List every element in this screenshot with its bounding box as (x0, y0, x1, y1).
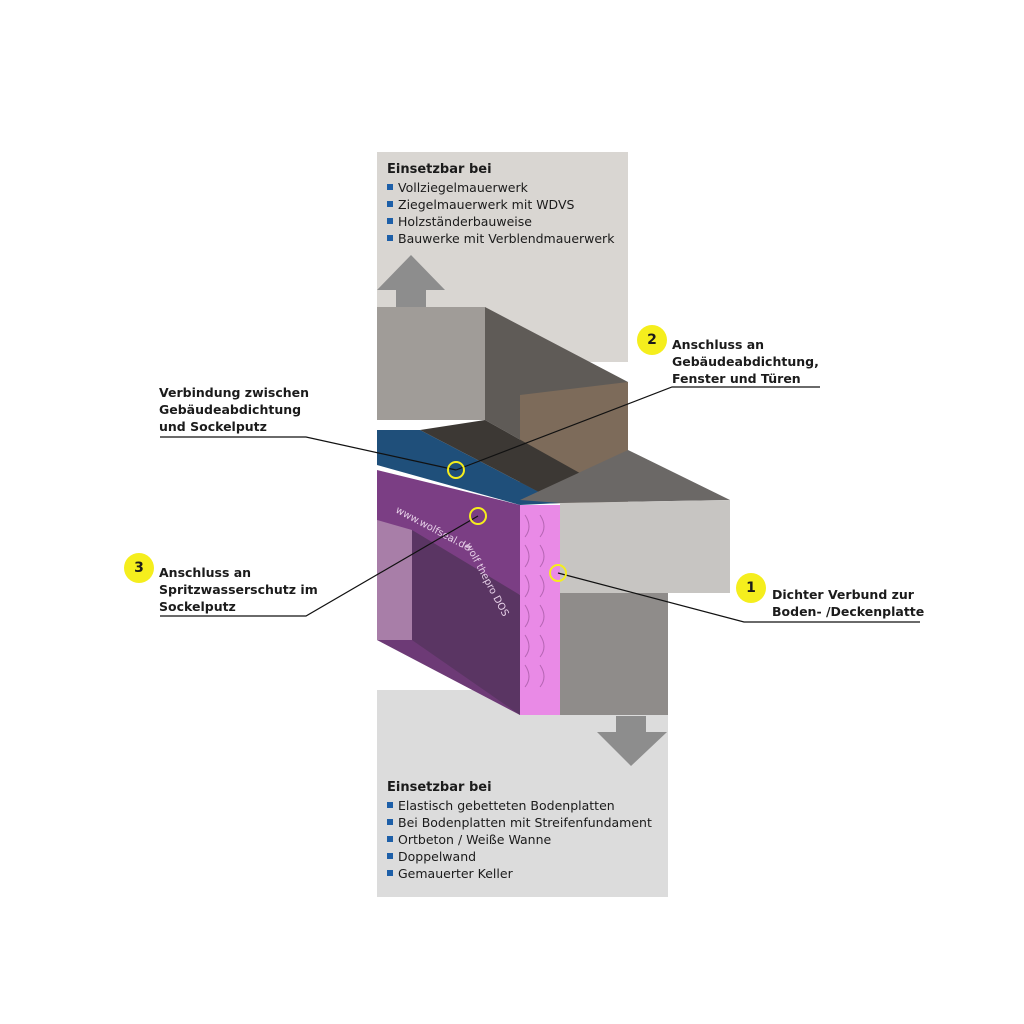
leader-1 (557, 572, 920, 623)
list-item: Ziegelmauerwerk mit WDVS (387, 196, 677, 213)
bullet-icon (387, 802, 393, 808)
list-item: Bauwerke mit Verblendmauerwerk (387, 230, 677, 247)
bottom-info-text: Einsetzbar bei Elastisch gebetteten Bode… (387, 780, 677, 882)
arrow-down-icon (597, 716, 667, 766)
bullet-icon (387, 870, 393, 876)
leader-2 (455, 386, 820, 471)
bullet-icon (387, 201, 393, 207)
list-item: Bei Bodenplatten mit Streifenfundament (387, 814, 677, 831)
callout-3-badge: 3 (124, 553, 154, 583)
marker-3 (469, 507, 487, 525)
top-info-title: Einsetzbar bei (387, 162, 492, 177)
list-item: Doppelwand (387, 848, 677, 865)
list-item: Ortbeton / Weiße Wanne (387, 831, 677, 848)
membrane-blue (377, 430, 560, 505)
slab-top (520, 450, 730, 503)
top-info-text: Einsetzbar bei Vollziegelmauerwerk Ziege… (387, 162, 677, 247)
bullet-icon (387, 235, 393, 241)
list-item: Elastisch gebetteten Bodenplatten (387, 797, 677, 814)
list-item: Gemauerter Keller (387, 865, 677, 882)
bullet-icon (387, 836, 393, 842)
callout-1-text: Dichter Verbund zur Boden- /Deckenplatte (772, 587, 925, 619)
callout-verbindung-text: Verbindung zwischen Gebäudeabdichtung un… (159, 385, 310, 434)
top-info-list: Vollziegelmauerwerk Ziegelmauerwerk mit … (387, 179, 677, 247)
bullet-icon (387, 218, 393, 224)
marker-verbindung (447, 461, 465, 479)
bullet-icon (387, 819, 393, 825)
callout-2-text: Anschluss an Gebäudeabdichtung, Fenster … (672, 337, 819, 386)
insulation (520, 505, 560, 715)
slab-front (560, 500, 730, 593)
basement-wall (560, 593, 668, 715)
wall-front-face (377, 307, 485, 420)
list-item: Holzständerbauweise (387, 213, 677, 230)
marker-1 (549, 564, 567, 582)
bullet-icon (387, 853, 393, 859)
arrow-up-icon (377, 255, 445, 309)
callout-2-badge: 2 (637, 325, 667, 355)
leader-verbindung (160, 436, 457, 471)
list-item: Vollziegelmauerwerk (387, 179, 677, 196)
leader-3 (160, 515, 479, 617)
bottom-info-list: Elastisch gebetteten Bodenplatten Bei Bo… (387, 797, 677, 882)
bullet-icon (387, 184, 393, 190)
callout-3-text: Anschluss an Spritzwasserschutz im Socke… (159, 565, 318, 614)
callout-1-badge: 1 (736, 573, 766, 603)
bottom-info-title: Einsetzbar bei (387, 780, 492, 795)
